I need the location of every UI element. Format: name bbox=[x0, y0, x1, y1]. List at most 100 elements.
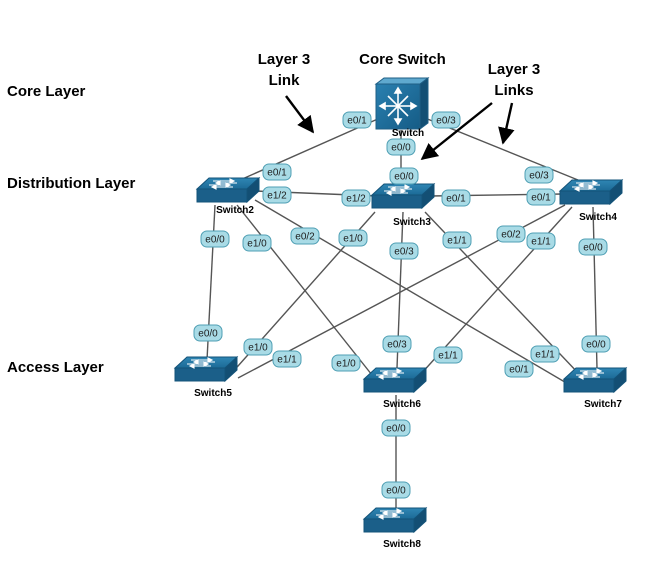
port-label-bg bbox=[389, 242, 419, 260]
switch6-label: Switch6 bbox=[383, 399, 421, 410]
port-label-text: e0/2 bbox=[295, 232, 315, 243]
switch2-icon[interactable] bbox=[195, 176, 261, 204]
switch8-label: Switch8 bbox=[383, 539, 421, 550]
port-label-text: e0/0 bbox=[583, 243, 603, 254]
port-label-bg bbox=[382, 335, 412, 353]
switch6-icon[interactable] bbox=[362, 366, 428, 394]
port-label-sw7-e00: e0/0 bbox=[581, 335, 611, 353]
switch2-label: Switch2 bbox=[216, 205, 254, 216]
switch4-label: Switch4 bbox=[579, 212, 617, 223]
port-label-text: e1/2 bbox=[346, 194, 366, 205]
layer3-link-line2: Link bbox=[268, 72, 300, 89]
port-label-text: e0/0 bbox=[198, 329, 218, 340]
port-label-sw6-e03: e0/3 bbox=[382, 335, 412, 353]
port-label-bg bbox=[290, 227, 320, 245]
port-label-text: e1/1 bbox=[447, 236, 467, 247]
port-label-text: e0/0 bbox=[205, 235, 225, 246]
port-label-sw4-e02: e0/2 bbox=[496, 225, 526, 243]
port-label-sw2-e10: e1/0 bbox=[242, 234, 272, 252]
port-label-sw7-e01: e0/1 bbox=[504, 360, 534, 378]
port-label-sw5-e11: e1/1 bbox=[272, 350, 302, 368]
port-label-sw6-e10: e1/0 bbox=[331, 354, 361, 372]
distribution-layer-label: Distribution Layer bbox=[7, 175, 136, 192]
port-label-text: e1/1 bbox=[438, 351, 458, 362]
port-label-sw4-e03: e0/3 bbox=[524, 166, 554, 184]
port-label-text: e0/1 bbox=[267, 168, 287, 179]
port-label-sw2-e00: e0/0 bbox=[200, 230, 230, 248]
port-label-bg bbox=[496, 225, 526, 243]
port-label-sw6-e11: e1/1 bbox=[433, 346, 463, 364]
port-label-bg bbox=[441, 189, 471, 207]
port-label-sw5-e10: e1/0 bbox=[243, 338, 273, 356]
switch3-icon[interactable] bbox=[370, 182, 436, 210]
port-label-bg bbox=[381, 419, 411, 437]
port-label-text: e0/0 bbox=[386, 486, 406, 497]
port-label-bg bbox=[242, 234, 272, 252]
arrow-layer3-link bbox=[285, 95, 315, 134]
port-label-sw2-e12: e1/2 bbox=[262, 186, 292, 204]
port-label-text: e0/1 bbox=[347, 116, 367, 127]
core-switch-icon[interactable] bbox=[374, 77, 430, 130]
core-switch-label: Switch bbox=[391, 128, 425, 139]
port-label-text: e0/3 bbox=[529, 171, 549, 182]
port-label-bg bbox=[262, 186, 292, 204]
port-label-text: e0/0 bbox=[586, 340, 606, 351]
port-label-bg bbox=[442, 231, 472, 249]
port-label-bg bbox=[200, 230, 230, 248]
port-label-sw4-e00: e0/0 bbox=[578, 238, 608, 256]
layer3-links-annotation: Layer 3 Links bbox=[476, 59, 552, 101]
port-label-bg bbox=[338, 229, 368, 247]
port-label-bg bbox=[526, 232, 556, 250]
port-label-text: e0/3 bbox=[387, 340, 407, 351]
port-label-bg bbox=[341, 189, 371, 207]
port-label-sw2-e01: e0/1 bbox=[262, 163, 292, 181]
port-label-sw3-e01: e0/1 bbox=[441, 189, 471, 207]
port-label-sw3-e12: e1/2 bbox=[341, 189, 371, 207]
port-label-sw3-e03: e0/3 bbox=[389, 242, 419, 260]
switch4-icon[interactable] bbox=[558, 178, 624, 206]
port-label-bg bbox=[386, 138, 416, 156]
port-label-bg bbox=[526, 188, 556, 206]
switches bbox=[173, 176, 628, 534]
port-label-text: e1/0 bbox=[343, 234, 363, 245]
port-label-sw3-e10: e1/0 bbox=[338, 229, 368, 247]
port-label-bg bbox=[504, 360, 534, 378]
switch7-icon[interactable] bbox=[562, 366, 628, 394]
port-label-bg bbox=[578, 238, 608, 256]
core-layer-label: Core Layer bbox=[7, 83, 86, 100]
annotation-arrows bbox=[285, 95, 515, 161]
switch5-label: Switch5 bbox=[194, 388, 232, 399]
port-label-core-e03: e0/3 bbox=[431, 111, 461, 129]
switch7-label: Switch7 bbox=[584, 399, 622, 410]
port-label-text: e0/2 bbox=[501, 230, 521, 241]
port-label-bg bbox=[262, 163, 292, 181]
port-label-text: e0/0 bbox=[391, 143, 411, 154]
port-label-text: e1/0 bbox=[336, 359, 356, 370]
arrow-layer3-links-left bbox=[420, 102, 493, 161]
port-label-bg bbox=[431, 111, 461, 129]
port-label-text: e1/0 bbox=[248, 343, 268, 354]
port-label-sw4-e01: e0/1 bbox=[526, 188, 556, 206]
port-label-core-e00: e0/0 bbox=[386, 138, 416, 156]
port-label-bg bbox=[193, 324, 223, 342]
port-label-text: e1/2 bbox=[267, 191, 287, 202]
port-labels: e0/1 e0/0 e0/3 e0/0 e0/1 e1/2 e1/2 e0/1 e0/3 e0/1… bbox=[193, 111, 611, 499]
arrow-layer3-links-right bbox=[498, 102, 515, 145]
switch5-icon[interactable] bbox=[173, 355, 239, 383]
switch8-icon[interactable] bbox=[362, 506, 428, 534]
port-label-text: e0/3 bbox=[394, 247, 414, 258]
port-label-sw6-e00: e0/0 bbox=[381, 419, 411, 437]
port-label-text: e1/1 bbox=[535, 350, 555, 361]
switch3-label: Switch3 bbox=[393, 217, 431, 228]
port-label-bg bbox=[530, 345, 560, 363]
port-label-sw7-e11: e1/1 bbox=[530, 345, 560, 363]
port-label-text: e1/1 bbox=[531, 237, 551, 248]
port-label-sw3-e11: e1/1 bbox=[442, 231, 472, 249]
port-label-core-e01: e0/1 bbox=[342, 111, 372, 129]
port-label-bg bbox=[524, 166, 554, 184]
port-label-text: e0/0 bbox=[386, 424, 406, 435]
layer3-link-line1: Layer 3 bbox=[257, 51, 311, 68]
port-label-text: e0/1 bbox=[531, 193, 551, 204]
port-label-bg bbox=[381, 481, 411, 499]
